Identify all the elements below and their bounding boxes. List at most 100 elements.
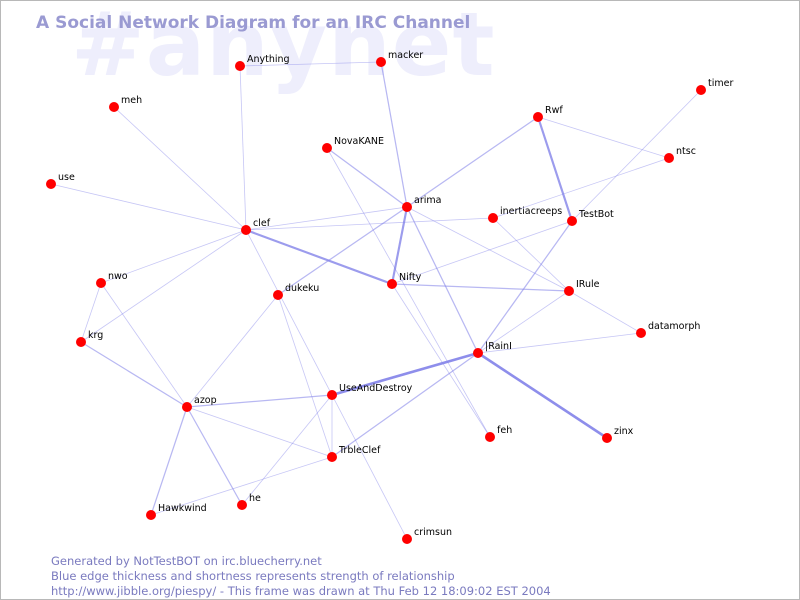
node-label-dukeku: dukeku [285, 283, 319, 294]
node-dot-datamorph [636, 328, 646, 338]
edge-NovaKANE-feh [326, 147, 491, 438]
node-label-Anything: Anything [247, 54, 290, 65]
node-label-TestBot: TestBot [578, 209, 614, 220]
node-dot-inertiacreeps [488, 213, 498, 223]
node-krg: krg [76, 330, 103, 347]
edge-azop-UseAndDestroy [186, 394, 333, 408]
node-dot-timer [696, 85, 706, 95]
node-label-arima: arima [414, 195, 441, 206]
node-dot-azop [182, 402, 192, 412]
edge-TestBot-IRainI [477, 220, 573, 354]
edge-Nifty-feh [391, 283, 491, 438]
node-inertiacreeps: inertiacreeps [488, 206, 562, 223]
node-dot-IRainI [473, 348, 483, 358]
node-label-UseAndDestroy: UseAndDestroy [339, 383, 413, 394]
edge-arima-dukeku [277, 206, 408, 296]
edge-azop-TrbleClef [186, 406, 333, 458]
edge-timer-TestBot [571, 89, 702, 222]
node-IRule: IRule [564, 279, 600, 296]
node-Nifty: Nifty [387, 272, 422, 289]
edge-UseAndDestroy-crimsun [331, 394, 408, 540]
node-macker: macker [376, 50, 423, 67]
edge-inertiacreeps-IRule [492, 217, 570, 292]
footer-legend-note: Blue edge thickness and shortness repres… [51, 569, 455, 583]
edge-clef-UseAndDestroy [245, 229, 333, 396]
edge-Rwf-ntsc [537, 116, 670, 159]
node-Anything: Anything [235, 54, 290, 71]
node-IRainI: |RainI [473, 341, 512, 358]
node-TrbleClef: TrbleClef [327, 445, 381, 462]
node-label-clef: clef [253, 218, 271, 229]
node-meh: meh [109, 95, 142, 112]
node-label-IRainI: |RainI [485, 341, 512, 352]
node-clef: clef [241, 218, 271, 235]
node-dot-UseAndDestroy [327, 390, 337, 400]
channel-watermark: #anynet [71, 0, 496, 96]
node-label-datamorph: datamorph [648, 321, 700, 332]
node-NovaKANE: NovaKANE [322, 136, 384, 153]
node-dot-zinx [602, 433, 612, 443]
node-dot-dukeku [273, 290, 283, 300]
node-dot-ntsc [664, 153, 674, 163]
node-dot-clef [241, 225, 251, 235]
node-label-NovaKANE: NovaKANE [334, 136, 384, 147]
edge-clef-inertiacreeps [245, 217, 494, 231]
node-label-IRule: IRule [576, 279, 600, 290]
node-dot-IRule [564, 286, 574, 296]
node-label-macker: macker [388, 50, 423, 61]
node-dot-crimsun [402, 534, 412, 544]
edge-macker-arima [380, 61, 408, 208]
node-feh: feh [485, 425, 512, 442]
edge-dukeku-TrbleClef [277, 294, 333, 458]
edge-arima-Nifty [390, 206, 409, 285]
edge-TestBot-Nifty [391, 220, 573, 285]
node-dot-Nifty [387, 279, 397, 289]
node-label-zinx: zinx [614, 426, 634, 437]
node-dot-NovaKANE [322, 143, 332, 153]
edge-Nifty-IRule [391, 283, 570, 292]
node-TestBot: TestBot [567, 209, 614, 226]
edge-use-clef [50, 183, 247, 231]
node-dot-macker [376, 57, 386, 67]
node-label-inertiacreeps: inertiacreeps [500, 206, 562, 217]
edge-nwo-azop [100, 282, 188, 408]
node-label-krg: krg [88, 330, 103, 341]
edge-nwo-krg [80, 282, 102, 343]
node-dot-Hawkwind [146, 510, 156, 520]
node-label-feh: feh [497, 425, 512, 436]
node-azop: azop [182, 395, 217, 412]
edge-arima-IRainI [406, 206, 479, 354]
edge-Anything-macker [239, 61, 382, 67]
node-label-timer: timer [708, 78, 733, 89]
node-use: use [46, 172, 75, 189]
node-dot-Rwf [533, 112, 543, 122]
node-dot-he [237, 500, 247, 510]
diagram-title: A Social Network Diagram for an IRC Chan… [36, 13, 471, 33]
node-dot-Anything [235, 61, 245, 71]
node-dot-TrbleClef [327, 452, 337, 462]
edge-IRule-IRainI [477, 290, 570, 354]
node-label-Rwf: Rwf [545, 105, 563, 116]
node-label-Hawkwind: Hawkwind [158, 503, 207, 514]
node-dot-arima [402, 202, 412, 212]
node-datamorph: datamorph [636, 321, 700, 338]
node-timer: timer [696, 78, 733, 95]
node-label-nwo: nwo [108, 271, 128, 282]
edge-IRainI-datamorph [477, 332, 642, 354]
node-nwo: nwo [96, 271, 128, 288]
node-UseAndDestroy: UseAndDestroy [327, 383, 413, 400]
node-label-azop: azop [194, 395, 217, 406]
node-dot-krg [76, 337, 86, 347]
edge-datamorph-IRule [568, 290, 642, 334]
node-label-crimsun: crimsun [414, 527, 452, 538]
node-label-Nifty: Nifty [399, 272, 422, 283]
node-Hawkwind: Hawkwind [146, 503, 207, 520]
edge-Anything-clef [239, 65, 247, 231]
node-arima: arima [402, 195, 441, 212]
edge-Rwf-TestBot [536, 116, 574, 222]
edge-NovaKANE-arima [326, 147, 408, 208]
node-dot-feh [485, 432, 495, 442]
